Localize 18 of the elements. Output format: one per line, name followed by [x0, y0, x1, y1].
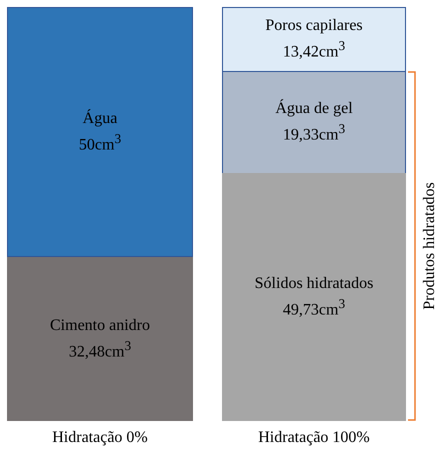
solids-block [222, 173, 406, 421]
column-caption: Hidratação 100% [258, 429, 370, 447]
component-name: Sólidos hidratados [254, 274, 374, 294]
bracket-label: Produtos hidratados [421, 182, 437, 310]
component-name: Poros capilares [265, 16, 363, 36]
component-name: Água de gel [275, 99, 353, 120]
volume-value: 50cm$^{3}$ [78, 130, 122, 156]
component-name: Água [82, 108, 118, 129]
volume-value: 19,33cm$^{3}$ [282, 120, 346, 146]
column-caption: Hidratação 0% [52, 429, 148, 447]
pores-block [222, 7, 406, 72]
volume-value: 32,48cm$^{3}$ [68, 336, 132, 362]
water-block [7, 7, 193, 257]
gel-water-block [222, 71, 406, 174]
cement-block [7, 257, 193, 421]
volume-value: 49,73cm$^{3}$ [282, 294, 346, 320]
volume-value: 13,42cm$^{3}$ [282, 37, 346, 63]
component-name: Cimento anidro [50, 316, 150, 336]
